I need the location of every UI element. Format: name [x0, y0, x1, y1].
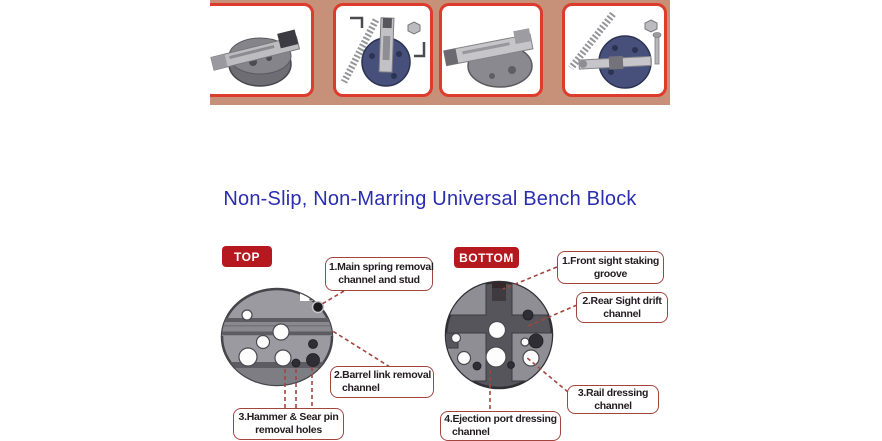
callout-ejection-port-channel: 4.Ejection port dressing channel — [440, 411, 561, 441]
leader-bottom-2 — [525, 304, 578, 328]
slide-on-block-image — [210, 29, 301, 87]
slide-angled-on-block-image — [443, 28, 534, 88]
leader-bottom-1 — [502, 266, 558, 290]
callout-barrel-link-channel: 2.Barrel link removal channel — [330, 366, 434, 398]
photo-strip — [210, 0, 670, 105]
leader-top-1 — [321, 290, 345, 305]
leader-bottom-3 — [525, 356, 569, 393]
top-view-diagram — [220, 287, 391, 408]
bottom-view-diagram — [444, 266, 578, 409]
callout-front-sight-groove: 1.Front sight staking groove — [557, 251, 664, 284]
product-photo-1 — [210, 3, 314, 97]
mainspring-stud — [311, 300, 325, 314]
spring-barrel-pin-on-block-image — [568, 11, 662, 89]
top-view-badge: TOP — [222, 246, 272, 267]
product-photo-2 — [333, 3, 433, 97]
spring-and-upright-slide-image — [340, 16, 426, 87]
page-title: Non-Slip, Non-Marring Universal Bench Bl… — [223, 188, 637, 210]
product-photo-3 — [439, 3, 543, 97]
product-photo-4 — [562, 3, 667, 97]
leader-top-2 — [330, 329, 391, 368]
callout-main-spring-channel: 1.Main spring removal channel and stud — [325, 257, 434, 291]
callout-hammer-sear-holes: 3.Hammer & Sear pin removal holes — [233, 408, 344, 440]
callout-rail-dressing-channel: 3.Rail dressing channel — [567, 385, 659, 414]
callout-rear-sight-channel: 2.Rear Sight drift channel — [576, 292, 668, 323]
bottom-view-badge: BOTTOM — [454, 247, 519, 268]
